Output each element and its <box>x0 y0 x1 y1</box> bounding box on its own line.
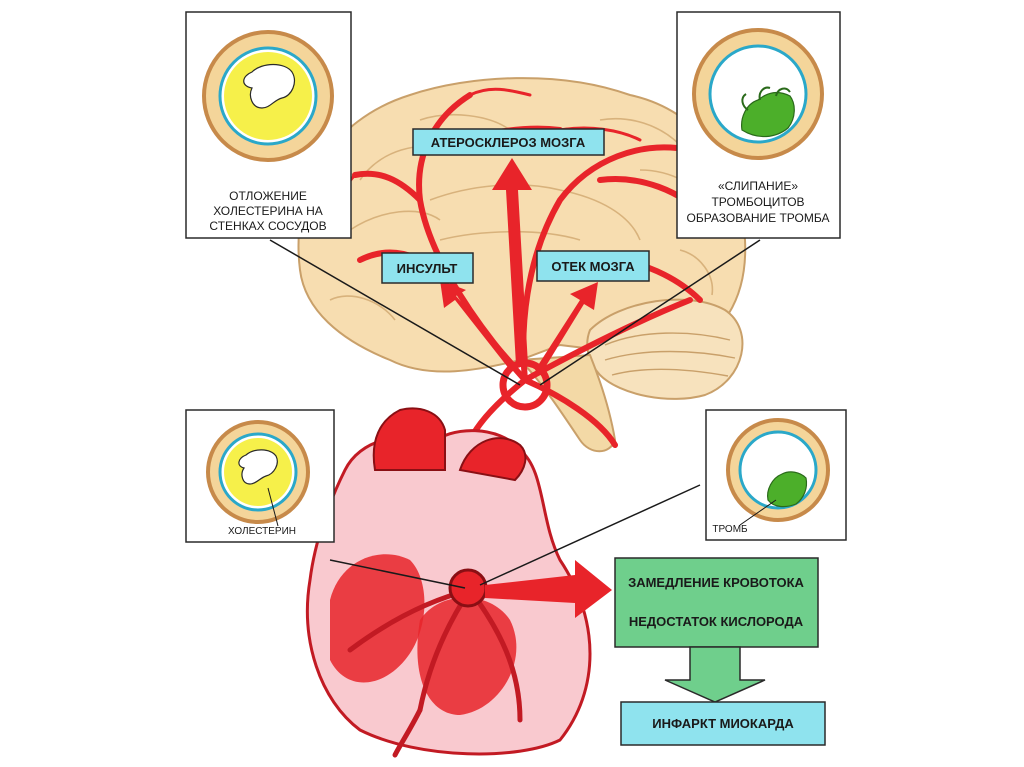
oxygen-label: НЕДОСТАТОК КИСЛОРОДА <box>629 614 804 629</box>
atherosclerosis-label-box: АТЕРОСКЛЕРОЗ МОЗГА <box>413 129 604 155</box>
cholesterol-deposit-line3: СТЕНКАХ СОСУДОВ <box>209 219 326 233</box>
inset-cholesterol: ХОЛЕСТЕРИН <box>186 410 334 542</box>
infarction-label: ИНФАРКТ МИОКАРДА <box>652 716 794 731</box>
down-arrow-to-infarction <box>665 647 765 702</box>
infarction-box: ИНФАРКТ МИОКАРДА <box>621 702 825 745</box>
atherosclerosis-label: АТЕРОСКЛЕРОЗ МОЗГА <box>431 135 586 150</box>
heart-focus-ring <box>450 570 486 606</box>
stroke-label: ИНСУЛЬТ <box>397 261 458 276</box>
blood-flow-label: ЗАМЕДЛЕНИЕ КРОВОТОКА <box>628 575 804 590</box>
thrombus-label: ТРОМБ <box>712 524 748 535</box>
platelet-adhesion-line2: ТРОМБОЦИТОВ <box>711 195 804 209</box>
cholesterol-deposit-line2: ХОЛЕСТЕРИНА НА <box>213 204 323 218</box>
stroke-label-box: ИНСУЛЬТ <box>382 253 473 283</box>
inset-thrombus: ТРОМБ <box>706 410 846 540</box>
cerebellum <box>587 300 742 399</box>
inset-cholesterol-deposit: ОТЛОЖЕНИЕ ХОЛЕСТЕРИНА НА СТЕНКАХ СОСУДОВ <box>186 12 351 238</box>
result-box-green: ЗАМЕДЛЕНИЕ КРОВОТОКА НЕДОСТАТОК КИСЛОРОД… <box>615 558 818 647</box>
edema-label: ОТЕК МОЗГА <box>551 259 635 274</box>
platelet-adhesion-line1: «СЛИПАНИЕ» <box>718 179 798 193</box>
heart-illustration <box>307 408 612 755</box>
cholesterol-deposit-line1: ОТЛОЖЕНИЕ <box>229 189 307 203</box>
cholesterol-label: ХОЛЕСТЕРИН <box>228 526 296 537</box>
edema-label-box: ОТЕК МОЗГА <box>537 251 649 281</box>
inset-platelet-adhesion: «СЛИПАНИЕ» ТРОМБОЦИТОВ ОБРАЗОВАНИЕ ТРОМБ… <box>677 12 840 238</box>
aorta <box>374 408 445 470</box>
platelet-adhesion-line3: ОБРАЗОВАНИЕ ТРОМБА <box>687 211 830 225</box>
